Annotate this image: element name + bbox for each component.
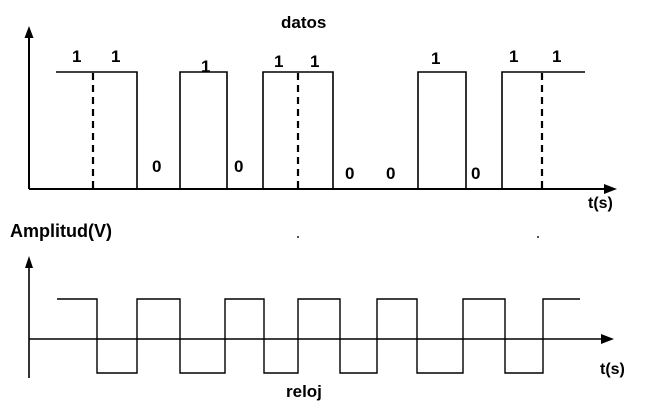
- bit-label-0b: 0: [234, 157, 244, 176]
- bit-label-1e: 1: [310, 52, 320, 71]
- bit-label-1c: 1: [201, 57, 211, 76]
- bit-label-1h: 1: [552, 47, 562, 66]
- datos-plot: [24, 26, 617, 194]
- reloj-x-axis-label: t(s): [600, 361, 625, 378]
- stray-dot-left: [297, 236, 299, 238]
- datos-y-axis-arrowhead: [24, 26, 34, 38]
- reloj-title: reloj: [286, 382, 322, 401]
- bit-label-0c: 0: [345, 164, 355, 183]
- datos-x-axis-label: t(s): [588, 195, 613, 212]
- bit-label-0e: 0: [471, 164, 481, 183]
- datos-title: datos: [281, 13, 327, 32]
- stray-dot-right: [537, 236, 539, 238]
- reloj-waveform: [57, 298, 580, 374]
- bit-label-1f: 1: [431, 49, 441, 68]
- reloj-x-axis-arrowhead: [601, 334, 614, 344]
- bit-label-1b: 1: [111, 47, 121, 66]
- bit-label-1d: 1: [274, 52, 284, 71]
- amplitude-axis-label: Amplitud(V): [10, 221, 112, 241]
- bit-label-1a: 1: [72, 47, 82, 66]
- bit-label-1g: 1: [509, 47, 519, 66]
- reloj-plot: [25, 256, 614, 378]
- datos-waveform: [56, 71, 585, 190]
- datos-x-axis-arrowhead: [604, 184, 617, 194]
- reloj-y-axis-arrowhead: [25, 256, 33, 268]
- bit-label-0d: 0: [386, 164, 396, 183]
- bit-label-0a: 0: [152, 157, 162, 176]
